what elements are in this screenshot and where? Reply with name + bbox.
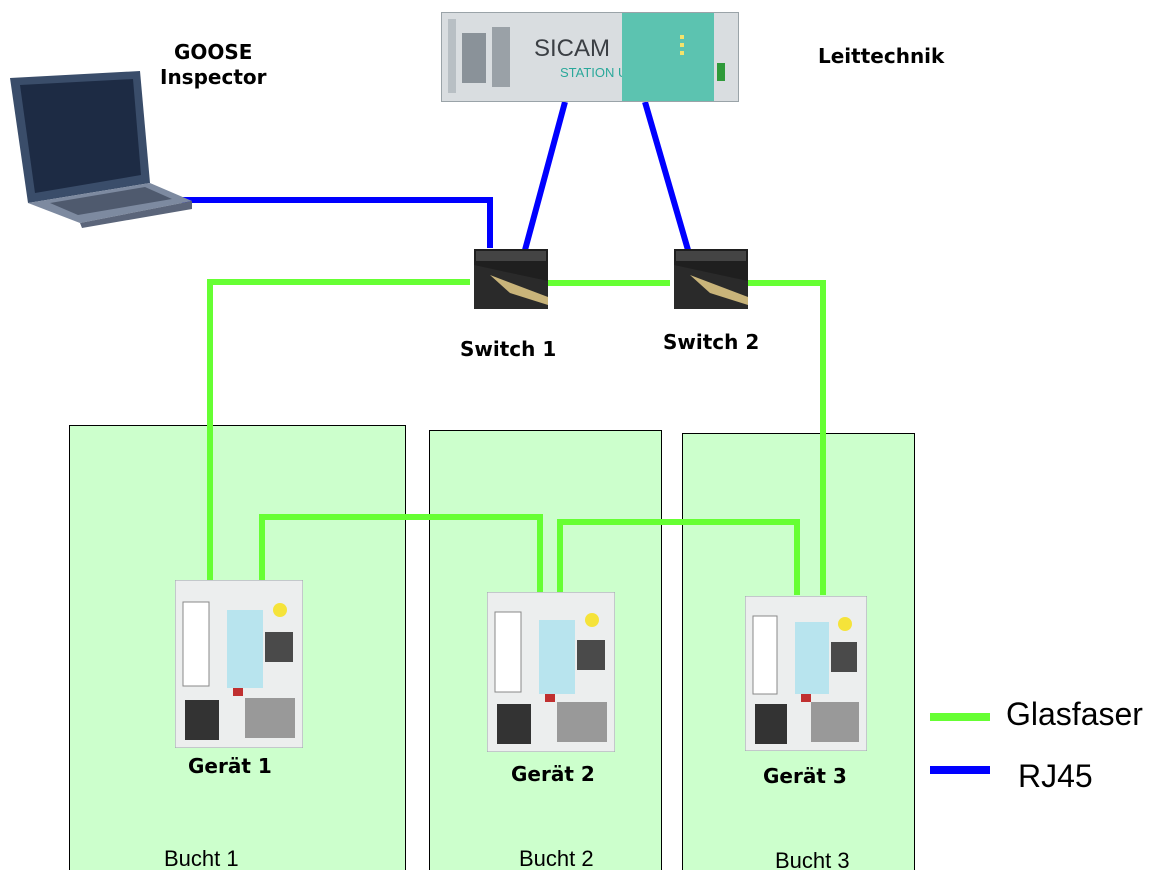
- fiber-geraet1-geraet2: [259, 514, 543, 600]
- fiber-geraet2-geraet3: [557, 519, 800, 595]
- legend-label-glasfaser: Glasfaser: [1006, 696, 1143, 732]
- fiber-switch1-geraet1: [207, 279, 470, 600]
- switch-1-label: Switch 1: [460, 337, 557, 361]
- device-2-icon: [487, 592, 615, 752]
- device-1-label: Gerät 1: [188, 754, 272, 778]
- sicam-brand: SICAM: [534, 35, 611, 62]
- rj45-laptop-switch1: [182, 197, 493, 248]
- legend-swatch-glasfaser: [930, 713, 990, 721]
- switch-2-icon: [674, 249, 748, 309]
- goose-inspector-label: GOOSE Inspector: [160, 40, 267, 89]
- bay-1-label: Bucht 1: [164, 846, 239, 870]
- device-2-label: Gerät 2: [511, 762, 595, 786]
- rj45-sicam-switch1: [522, 101, 568, 251]
- legend-swatch-rj45: [930, 766, 990, 774]
- sicam-station-unit: SICAM STATION UNIT: [441, 12, 739, 102]
- fiber-switch2-geraet3: [746, 280, 826, 595]
- bay-2-label: Bucht 2: [519, 846, 594, 870]
- switch-1-icon: [474, 249, 548, 309]
- rj45-sicam-switch2: [642, 101, 691, 251]
- device-3-label: Gerät 3: [763, 764, 847, 788]
- device-3-icon: [745, 596, 867, 751]
- laptop-icon: [10, 71, 192, 228]
- device-1-icon: [175, 580, 303, 748]
- leittechnik-label: Leittechnik: [818, 44, 945, 68]
- legend-label-rj45: RJ45: [1018, 758, 1093, 794]
- bay-3-label: Bucht 3: [775, 848, 850, 870]
- switch-2-label: Switch 2: [663, 330, 760, 354]
